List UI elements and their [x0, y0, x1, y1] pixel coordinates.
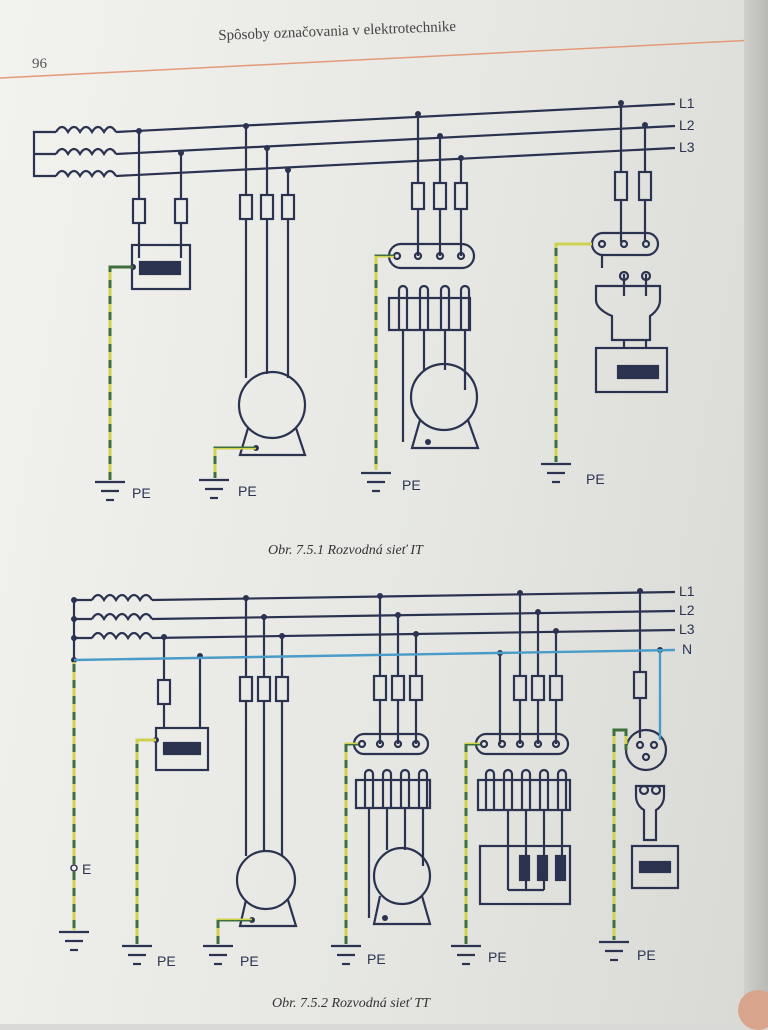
ground-icon — [451, 944, 481, 966]
ground-icon — [331, 944, 361, 966]
line-label-l2: L2 — [679, 602, 695, 618]
ground-icon — [122, 944, 152, 966]
line-label-l1: L1 — [679, 95, 695, 111]
pe-label: PE — [367, 951, 386, 967]
neutral-line-tt — [73, 648, 676, 740]
ground-symbols-tt — [59, 930, 629, 966]
page-edge — [744, 0, 768, 1024]
thumb — [738, 990, 768, 1030]
pe-conductors-it — [108, 242, 592, 480]
three-phase-load-tt — [474, 593, 572, 906]
pe-label: PE — [402, 477, 421, 493]
earth-terminal-icon — [70, 864, 78, 872]
pe-label: PE — [637, 947, 656, 963]
motor-2-it — [387, 114, 480, 450]
ground-icon — [541, 462, 571, 484]
page-number: 96 — [32, 56, 47, 72]
motor-1-tt — [235, 598, 298, 928]
line-label-l3: L3 — [679, 139, 695, 155]
motor-2-tt — [352, 596, 432, 926]
line-label-l2: L2 — [679, 117, 695, 133]
junction-dots-it — [130, 100, 648, 451]
ground-icon — [59, 930, 89, 952]
figure-caption-it: Obr. 7.5.1 Rozvodná sieť IT — [268, 543, 423, 558]
phase-lines-it — [115, 102, 676, 178]
pe-label: PE — [488, 949, 507, 965]
pe-conductors-tt — [72, 662, 628, 944]
transformer-coils-tt — [72, 593, 153, 660]
line-label-l3: L3 — [679, 621, 695, 637]
pe-label: PE — [157, 953, 176, 969]
ground-icon — [203, 944, 233, 966]
pe-label: PE — [132, 485, 151, 501]
motor-1-it — [237, 126, 307, 457]
pe-label: PE — [586, 471, 605, 487]
ground-symbols-it — [95, 462, 571, 502]
ground-icon — [361, 471, 391, 493]
ground-icon — [199, 478, 229, 500]
pe-label: PE — [238, 483, 257, 499]
line-label-l1: L1 — [679, 583, 695, 599]
transformer-coils-it — [32, 125, 117, 179]
phase-lines-tt — [151, 590, 676, 640]
figure-caption-tt: Obr. 7.5.2 Rozvodná sieť TT — [272, 996, 430, 1011]
earth-label: E — [82, 861, 91, 877]
appliance-tt — [624, 591, 680, 890]
ground-icon — [599, 940, 629, 962]
appliance-it — [590, 103, 669, 394]
pe-label: PE — [240, 953, 259, 969]
line-label-n: N — [682, 641, 692, 657]
ground-icon — [95, 480, 125, 502]
